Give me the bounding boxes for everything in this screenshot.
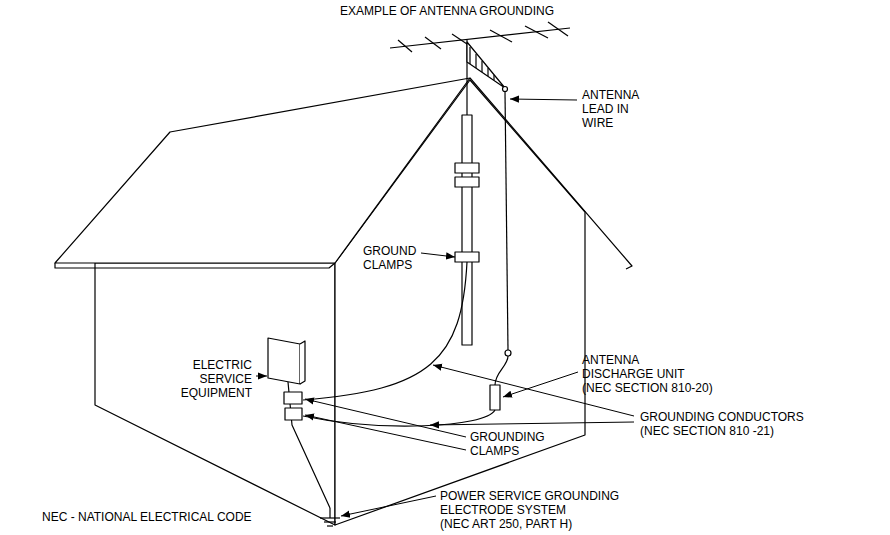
code-reference: (NEC SECTION 810-20): [582, 381, 713, 395]
bracket-hatch: [470, 47, 494, 80]
callout-label: POWER SERVICE GROUNDING ELECTRODE SYSTEM: [440, 489, 640, 517]
roof: [55, 78, 470, 263]
footnote: NEC - NATIONAL ELECTRICAL CODE: [42, 510, 252, 524]
leader-line: [421, 253, 455, 257]
code-reference: (NEC SECTION 810 -21): [640, 424, 774, 438]
wire-standoff: [505, 350, 511, 356]
leader-line: [305, 415, 466, 450]
callout-label: GROUNDING CONDUCTORS: [640, 410, 804, 424]
wire-terminal: [503, 87, 508, 92]
grounding-clamp: [285, 408, 302, 420]
roof-edge: [55, 263, 335, 268]
callout-label: GROUND CLAMPS: [363, 244, 423, 272]
antenna-elements: [398, 22, 568, 52]
grounding-conductor: [303, 410, 495, 426]
discharge-unit: [490, 385, 500, 410]
ground-symbol: [324, 521, 336, 522]
antenna-bracket: [467, 42, 505, 88]
leader-line: [256, 376, 267, 377]
callout-label: ELECTRIC SERVICE EQUIPMENT: [174, 358, 252, 400]
ground-symbol: [329, 508, 330, 518]
lead-in-wire: [505, 92, 508, 350]
service-box: [268, 338, 300, 384]
ground-symbol: [327, 525, 333, 526]
diagram-title: EXAMPLE OF ANTENNA GROUNDING: [340, 4, 554, 18]
ground-clamp: [455, 163, 479, 173]
grounding-clamp: [284, 392, 302, 404]
callout-label: ANTENNA DISCHARGE UNIT: [582, 353, 692, 381]
service-box-side: [300, 341, 305, 384]
code-reference: (NEC ART 250, PART H): [440, 517, 572, 531]
grounding-conductor: [303, 262, 467, 400]
leader-line: [510, 99, 577, 100]
front-wall: [95, 263, 335, 525]
leader-line: [503, 372, 578, 397]
antenna-mast: [462, 115, 472, 345]
antenna-boom: [390, 28, 570, 48]
callout-label: ANTENNA LEAD IN WIRE: [582, 88, 644, 130]
ground-clamp: [455, 177, 479, 187]
callout-label: GROUNDING CLAMPS: [470, 430, 550, 458]
leader-line: [430, 422, 634, 425]
ground-clamp: [455, 252, 479, 262]
lead-in-wire: [495, 356, 508, 385]
ground-symbol: [320, 517, 340, 518]
leader-line: [341, 496, 436, 516]
leader-line: [305, 399, 466, 437]
